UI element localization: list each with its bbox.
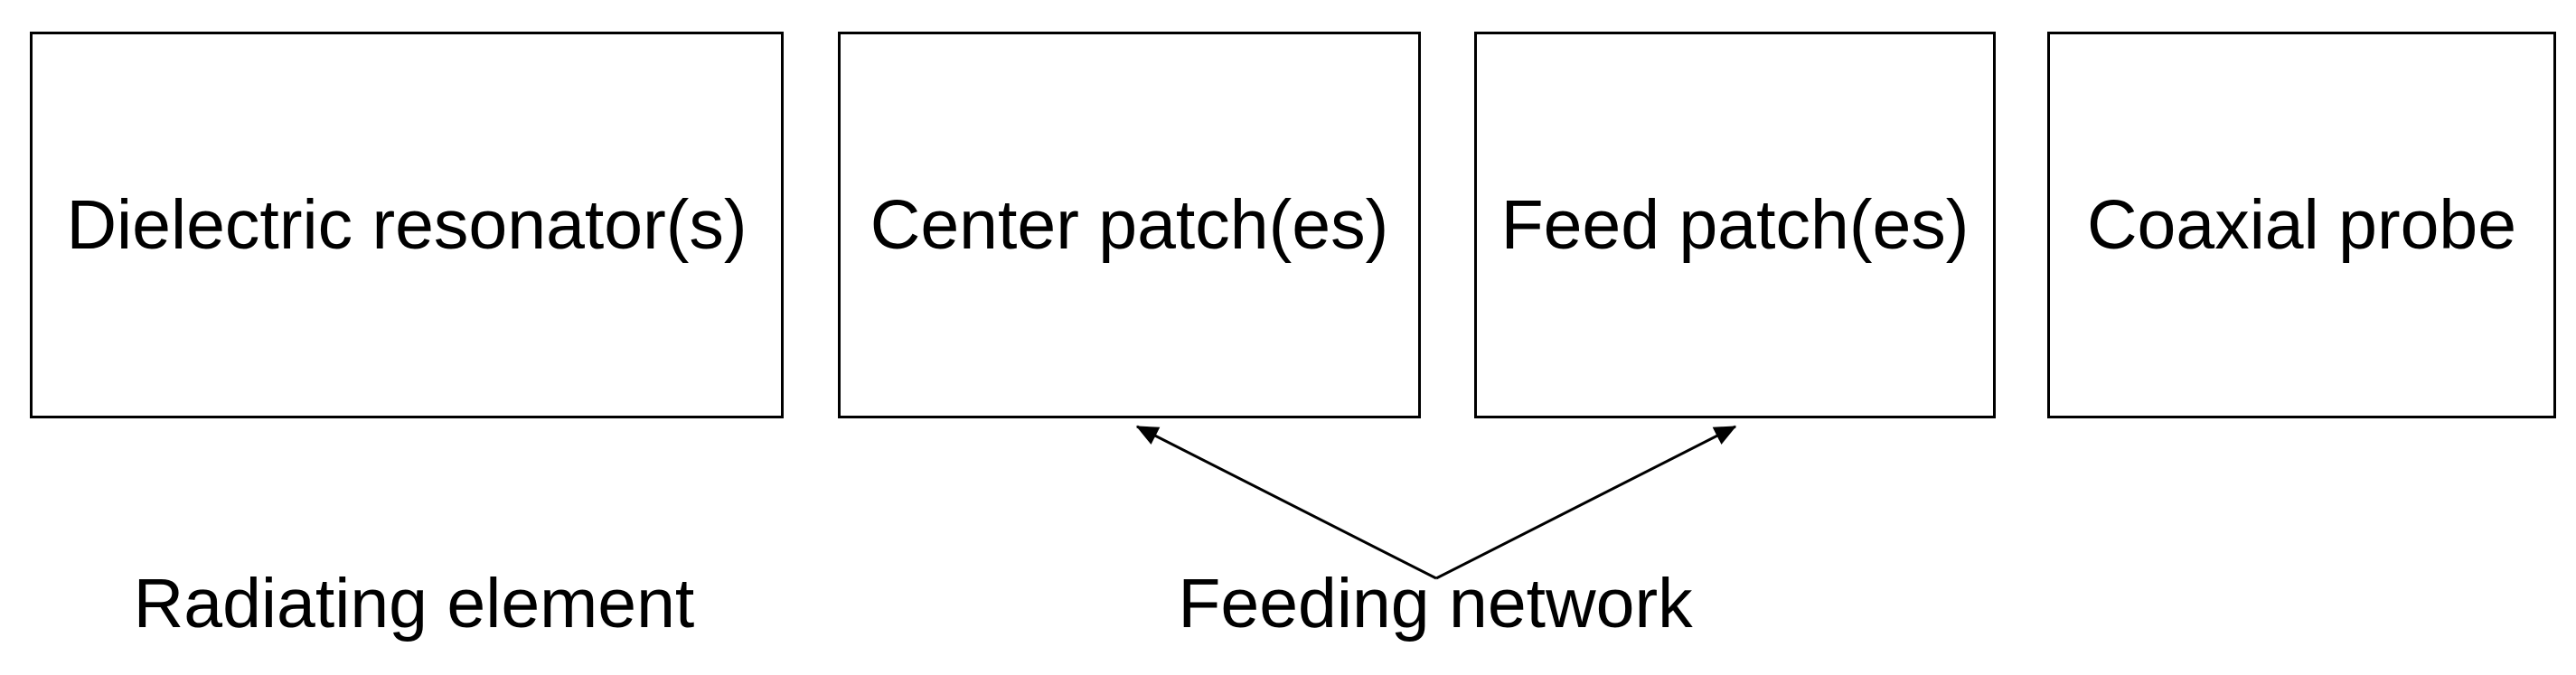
box-feed-patches: Feed patch(es) <box>1474 32 1996 418</box>
arrow-to-feed-patches <box>1435 425 1737 580</box>
box-dielectric-resonators-label: Dielectric resonator(s) <box>66 185 747 264</box>
box-coaxial-probe: Coaxial probe <box>2047 32 2556 418</box>
feeding-network-label: Feeding network <box>1178 565 1693 642</box>
box-center-patches-label: Center patch(es) <box>870 185 1389 264</box>
box-coaxial-probe-label: Coaxial probe <box>2086 185 2517 264</box>
box-dielectric-resonators: Dielectric resonator(s) <box>30 32 784 418</box>
box-center-patches: Center patch(es) <box>838 32 1421 418</box>
radiating-element-label: Radiating element <box>133 565 695 642</box>
arrow-to-center-patches <box>1135 425 1437 580</box>
box-feed-patches-label: Feed patch(es) <box>1500 185 1970 264</box>
